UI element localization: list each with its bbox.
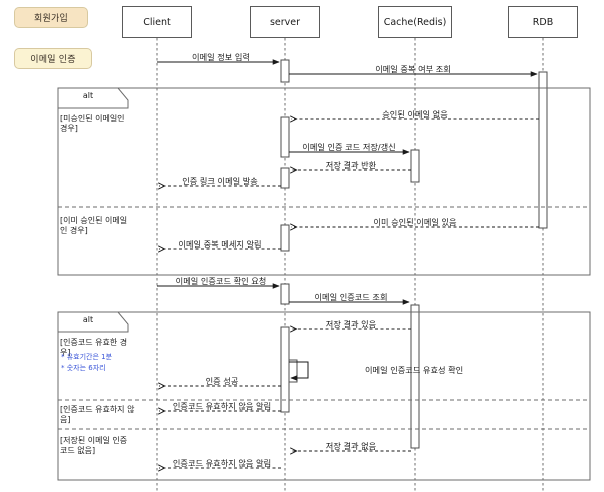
fragment-operator-alt-1: alt — [82, 91, 94, 100]
fragment-operator-alt-2: alt — [82, 315, 94, 324]
guard-unapproved-email: [미승인된 이메일인 경우] — [60, 114, 125, 133]
participant-cache-redis: Cache(Redis) — [378, 6, 452, 38]
tag-signup: 회원가입 — [14, 7, 88, 28]
message-label-result-exists: 저장 결과 있음 — [325, 319, 377, 329]
tag-email-verification: 이메일 인증 — [14, 48, 92, 69]
guard-code-valid: [인증코드 유효한 경우] — [60, 338, 128, 357]
message-label-already-approved: 이미 승인된 이메일 있음 — [373, 217, 457, 227]
guard-no-stored-code: [저장된 이메일 인증 코드 없음] — [60, 436, 128, 455]
message-label-duplicate-notice: 이메일 중복 메세지 알림 — [178, 239, 262, 249]
message-label-verify-code-request: 이메일 인증코드 확인 요청 — [175, 276, 267, 286]
activation-bars — [280, 59, 548, 449]
note-code-digits: * 숫자는 6자리 — [61, 364, 106, 372]
message-label-no-result: 저장 결과 없음 — [325, 441, 377, 451]
message-label-lookup-code: 이메일 인증코드 조회 — [314, 292, 388, 302]
message-label-no-approved-email: 승인된 이메일 없음 — [382, 109, 448, 119]
note-expiry-duration: * 유효기간은 1분 — [61, 353, 113, 361]
message-arrows — [157, 59, 539, 468]
message-label-save-result: 저장 결과 반환 — [325, 160, 377, 170]
message-label-invalid-code-notice-1: 인증코드 유효하지 않음 알림 — [172, 401, 272, 411]
message-label-verify-success: 인증 성공 — [205, 376, 239, 386]
message-label-email-info-input: 이메일 정보 입력 — [192, 52, 250, 62]
fragment-alt-1 — [57, 87, 591, 276]
message-label-duplicate-check: 이메일 중복 여부 조회 — [375, 64, 451, 74]
participant-client: Client — [122, 6, 192, 38]
guard-code-invalid: [인증코드 유효하지 않음] — [60, 405, 135, 424]
guard-already-approved-email: [이미 승인된 이메일인 경우] — [60, 216, 128, 235]
message-label-save-code: 이메일 인증 코드 저장/갱신 — [302, 142, 396, 152]
fragment-alt-2 — [57, 311, 591, 481]
message-label-validate-code: 이메일 인증코드 유효성 확인 — [365, 365, 464, 375]
participant-rdb: RDB — [508, 6, 578, 38]
message-label-invalid-code-notice-2: 인증코드 유효하지 않음 알림 — [172, 458, 272, 468]
lifelines — [156, 38, 544, 492]
message-label-send-verification-link: 인증 링크 이메일 발송 — [182, 176, 258, 186]
participant-server: server — [250, 6, 320, 38]
